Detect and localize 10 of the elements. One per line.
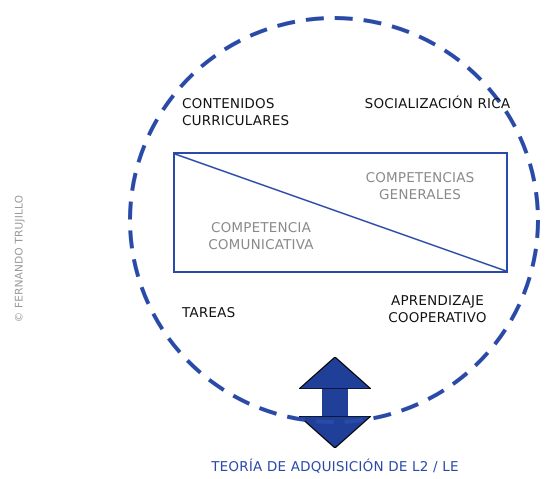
caption-text: TEORÍA DE ADQUISICIÓN DE L2 / LE bbox=[210, 459, 460, 476]
concept-label: CONTENIDOS CURRICULARES bbox=[182, 96, 290, 130]
concept-label: SOCIALIZACIÓN RICA bbox=[364, 96, 512, 113]
lower-triangle-text: COMPETENCIA COMUNICATIVA bbox=[207, 220, 315, 254]
split-box bbox=[173, 152, 508, 273]
concept-label: APRENDIZAJE COOPERATIVO bbox=[387, 293, 488, 327]
upper-triangle-text: COMPETENCIAS GENERALES bbox=[364, 170, 476, 204]
concept-label: TAREAS bbox=[182, 305, 236, 322]
dashed-circle bbox=[128, 16, 540, 424]
credit-text: © FERNANDO TRUJILLO bbox=[12, 194, 26, 324]
